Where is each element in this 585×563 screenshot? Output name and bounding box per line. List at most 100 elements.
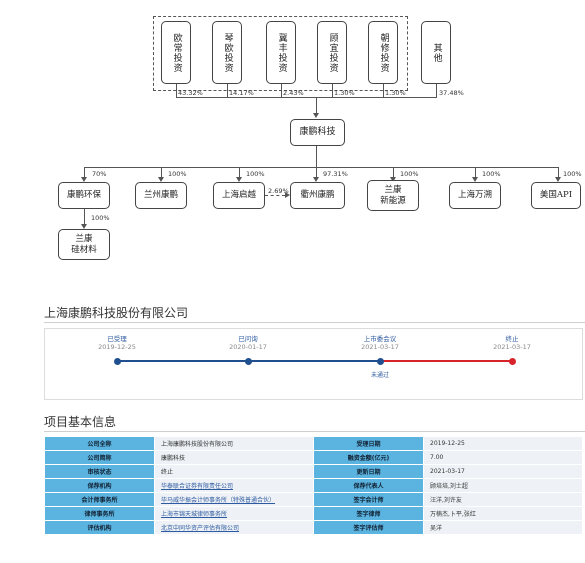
- subsidiary-box: 康鹏环保: [58, 182, 110, 209]
- info-value: 康鹏科技: [154, 450, 314, 465]
- shareholding-pct: 1.30%: [385, 89, 406, 97]
- shareholding-pct: 100%: [91, 214, 110, 222]
- subsidiary-name: 衢州康鹏: [300, 190, 335, 201]
- parent-company-box: 康鹏科技: [290, 119, 345, 146]
- connector-line: [383, 84, 384, 97]
- timeline-stage: 终止 2021-03-17: [472, 335, 552, 352]
- accounting-firm-link[interactable]: 毕马威华振会计师事务所（特殊普通合伙）: [154, 492, 314, 507]
- info-value: 2019-12-25: [423, 436, 583, 451]
- parent-company-name: 康鹏科技: [299, 126, 336, 137]
- connector-line: [84, 209, 85, 225]
- grandchild-box: 兰康 硅材料: [58, 229, 110, 260]
- connector-line: [281, 84, 282, 97]
- subsidiary-box: 兰康 新能源: [367, 180, 419, 211]
- timeline-stage-label: 已受理: [107, 335, 127, 343]
- shareholding-pct: 2.43%: [283, 89, 304, 97]
- connector-line: [436, 84, 437, 97]
- timeline-stage-date: 2021-03-17: [493, 343, 531, 352]
- shareholder-box: 冀丰投资: [266, 21, 296, 84]
- info-key: 会计师事务所: [44, 492, 155, 507]
- shareholding-pct: 100%: [168, 170, 187, 178]
- info-key: 融资金额(亿元): [313, 450, 424, 465]
- timeline-stage-date: 2020-01-17: [229, 343, 267, 352]
- divider: [44, 322, 585, 323]
- law-firm-link[interactable]: 上海市锦天城律师事务所: [154, 506, 314, 521]
- info-key: 签字评估师: [313, 520, 424, 535]
- info-key: 保荐代表人: [313, 478, 424, 493]
- timeline-result-note: 未通过: [370, 372, 389, 379]
- shareholder-box: 顾宜投资: [317, 21, 347, 84]
- connector-line: [239, 167, 240, 178]
- timeline-stage-label: 终止: [505, 335, 519, 343]
- arrow-down-icon: [236, 177, 242, 182]
- table-row: 公司简称 康鹏科技 融资金额(亿元) 7.00: [44, 450, 583, 465]
- table-row: 会计师事务所 毕马威华振会计师事务所（特殊普通合伙） 签字会计师 汪洋,刘许友: [44, 492, 583, 507]
- divider: [44, 431, 585, 432]
- ownership-structure-diagram: 欧常投资 琴欧投资 冀丰投资 顾宜投资 朝修投资 其他 43.32% 14.17…: [58, 16, 582, 260]
- grandchild-name: 兰康 硅材料: [71, 233, 97, 255]
- shareholder-name: 朝修投资: [378, 32, 389, 73]
- timeline-stage-date: 2021-03-17: [361, 343, 399, 352]
- timeline-stage-label: 已问询: [238, 335, 258, 343]
- info-value: 万楠杰,卜平,张红: [423, 506, 583, 521]
- review-timeline-panel: [44, 328, 583, 400]
- shareholder-box: 欧常投资: [161, 21, 191, 84]
- connector-line: [161, 167, 162, 178]
- info-key: 更新日期: [313, 464, 424, 479]
- valuation-firm-link[interactable]: 北京中同华资产评估有限公司: [154, 520, 314, 535]
- arrow-down-icon: [313, 113, 319, 118]
- connector-line: [316, 146, 317, 167]
- connector-line: [316, 167, 317, 178]
- shareholding-pct: 97.31%: [323, 170, 348, 178]
- info-key: 签字会计师: [313, 492, 424, 507]
- connector-line: [558, 167, 559, 178]
- connector-line: [332, 84, 333, 97]
- info-key: 公司全称: [44, 436, 155, 451]
- subsidiary-name: 康鹏环保: [66, 190, 101, 201]
- subsidiary-name: 兰州康鹏: [143, 190, 178, 201]
- info-key: 审核状态: [44, 464, 155, 479]
- shareholding-pct: 100%: [482, 170, 501, 178]
- shareholder-name: 冀丰投资: [276, 32, 287, 73]
- table-row: 律师事务所 上海市锦天城律师事务所 签字律师 万楠杰,卜平,张红: [44, 506, 583, 521]
- info-key: 签字律师: [313, 506, 424, 521]
- arrow-down-icon: [81, 224, 87, 229]
- cross-holding-dashed-line: [265, 195, 285, 196]
- table-row: 保荐机构 华泰联合证券有限责任公司 保荐代表人 顾培培,刘士超: [44, 478, 583, 493]
- subsidiary-box: 衢州康鹏: [290, 182, 345, 209]
- timeline-dot: [113, 357, 121, 365]
- connector-line: [84, 167, 558, 168]
- cross-holding-pct: 2.69%: [268, 187, 289, 195]
- arrow-down-icon: [472, 177, 478, 182]
- shareholder-name: 琴欧投资: [222, 32, 233, 73]
- info-key: 受理日期: [313, 436, 424, 451]
- arrow-down-icon: [313, 177, 319, 182]
- info-key: 公司简称: [44, 450, 155, 465]
- subsidiary-name: 美国API: [539, 190, 573, 201]
- timeline-stage-label: 上市委会议: [363, 335, 397, 343]
- project-info-table: 公司全称 上海康鹏科技股份有限公司 受理日期 2019-12-25 公司简称 康…: [44, 436, 583, 535]
- arrow-down-icon: [158, 177, 164, 182]
- shareholding-pct: 14.17%: [229, 89, 254, 97]
- shareholder-name: 其他: [431, 42, 442, 63]
- info-value: 2021-03-17: [423, 464, 583, 479]
- section-title: 项目基本信息: [44, 415, 117, 429]
- table-row: 评估机构 北京中同华资产评估有限公司 签字评估师 吴洋: [44, 520, 583, 535]
- subsidiary-name: 上海万溯: [457, 190, 492, 201]
- sponsor-link[interactable]: 华泰联合证券有限责任公司: [154, 478, 314, 493]
- connector-line: [393, 167, 394, 178]
- timeline-stage-date: 2019-12-25: [98, 343, 136, 352]
- info-key: 评估机构: [44, 520, 155, 535]
- info-value: 终止: [154, 464, 314, 479]
- info-value: 顾培培,刘士超: [423, 478, 583, 493]
- arrow-right-icon: [285, 192, 290, 198]
- subsidiary-box: 美国API: [531, 182, 581, 209]
- shareholding-pct: 1.30%: [334, 89, 355, 97]
- subsidiary-box: 兰州康鹏: [135, 182, 187, 209]
- info-value: 吴洋: [423, 520, 583, 535]
- info-key: 律师事务所: [44, 506, 155, 521]
- info-key: 保荐机构: [44, 478, 155, 493]
- subsidiary-box: 上海万溯: [449, 182, 501, 209]
- table-row: 审核状态 终止 更新日期 2021-03-17: [44, 464, 583, 479]
- shareholding-pct: 100%: [246, 170, 265, 178]
